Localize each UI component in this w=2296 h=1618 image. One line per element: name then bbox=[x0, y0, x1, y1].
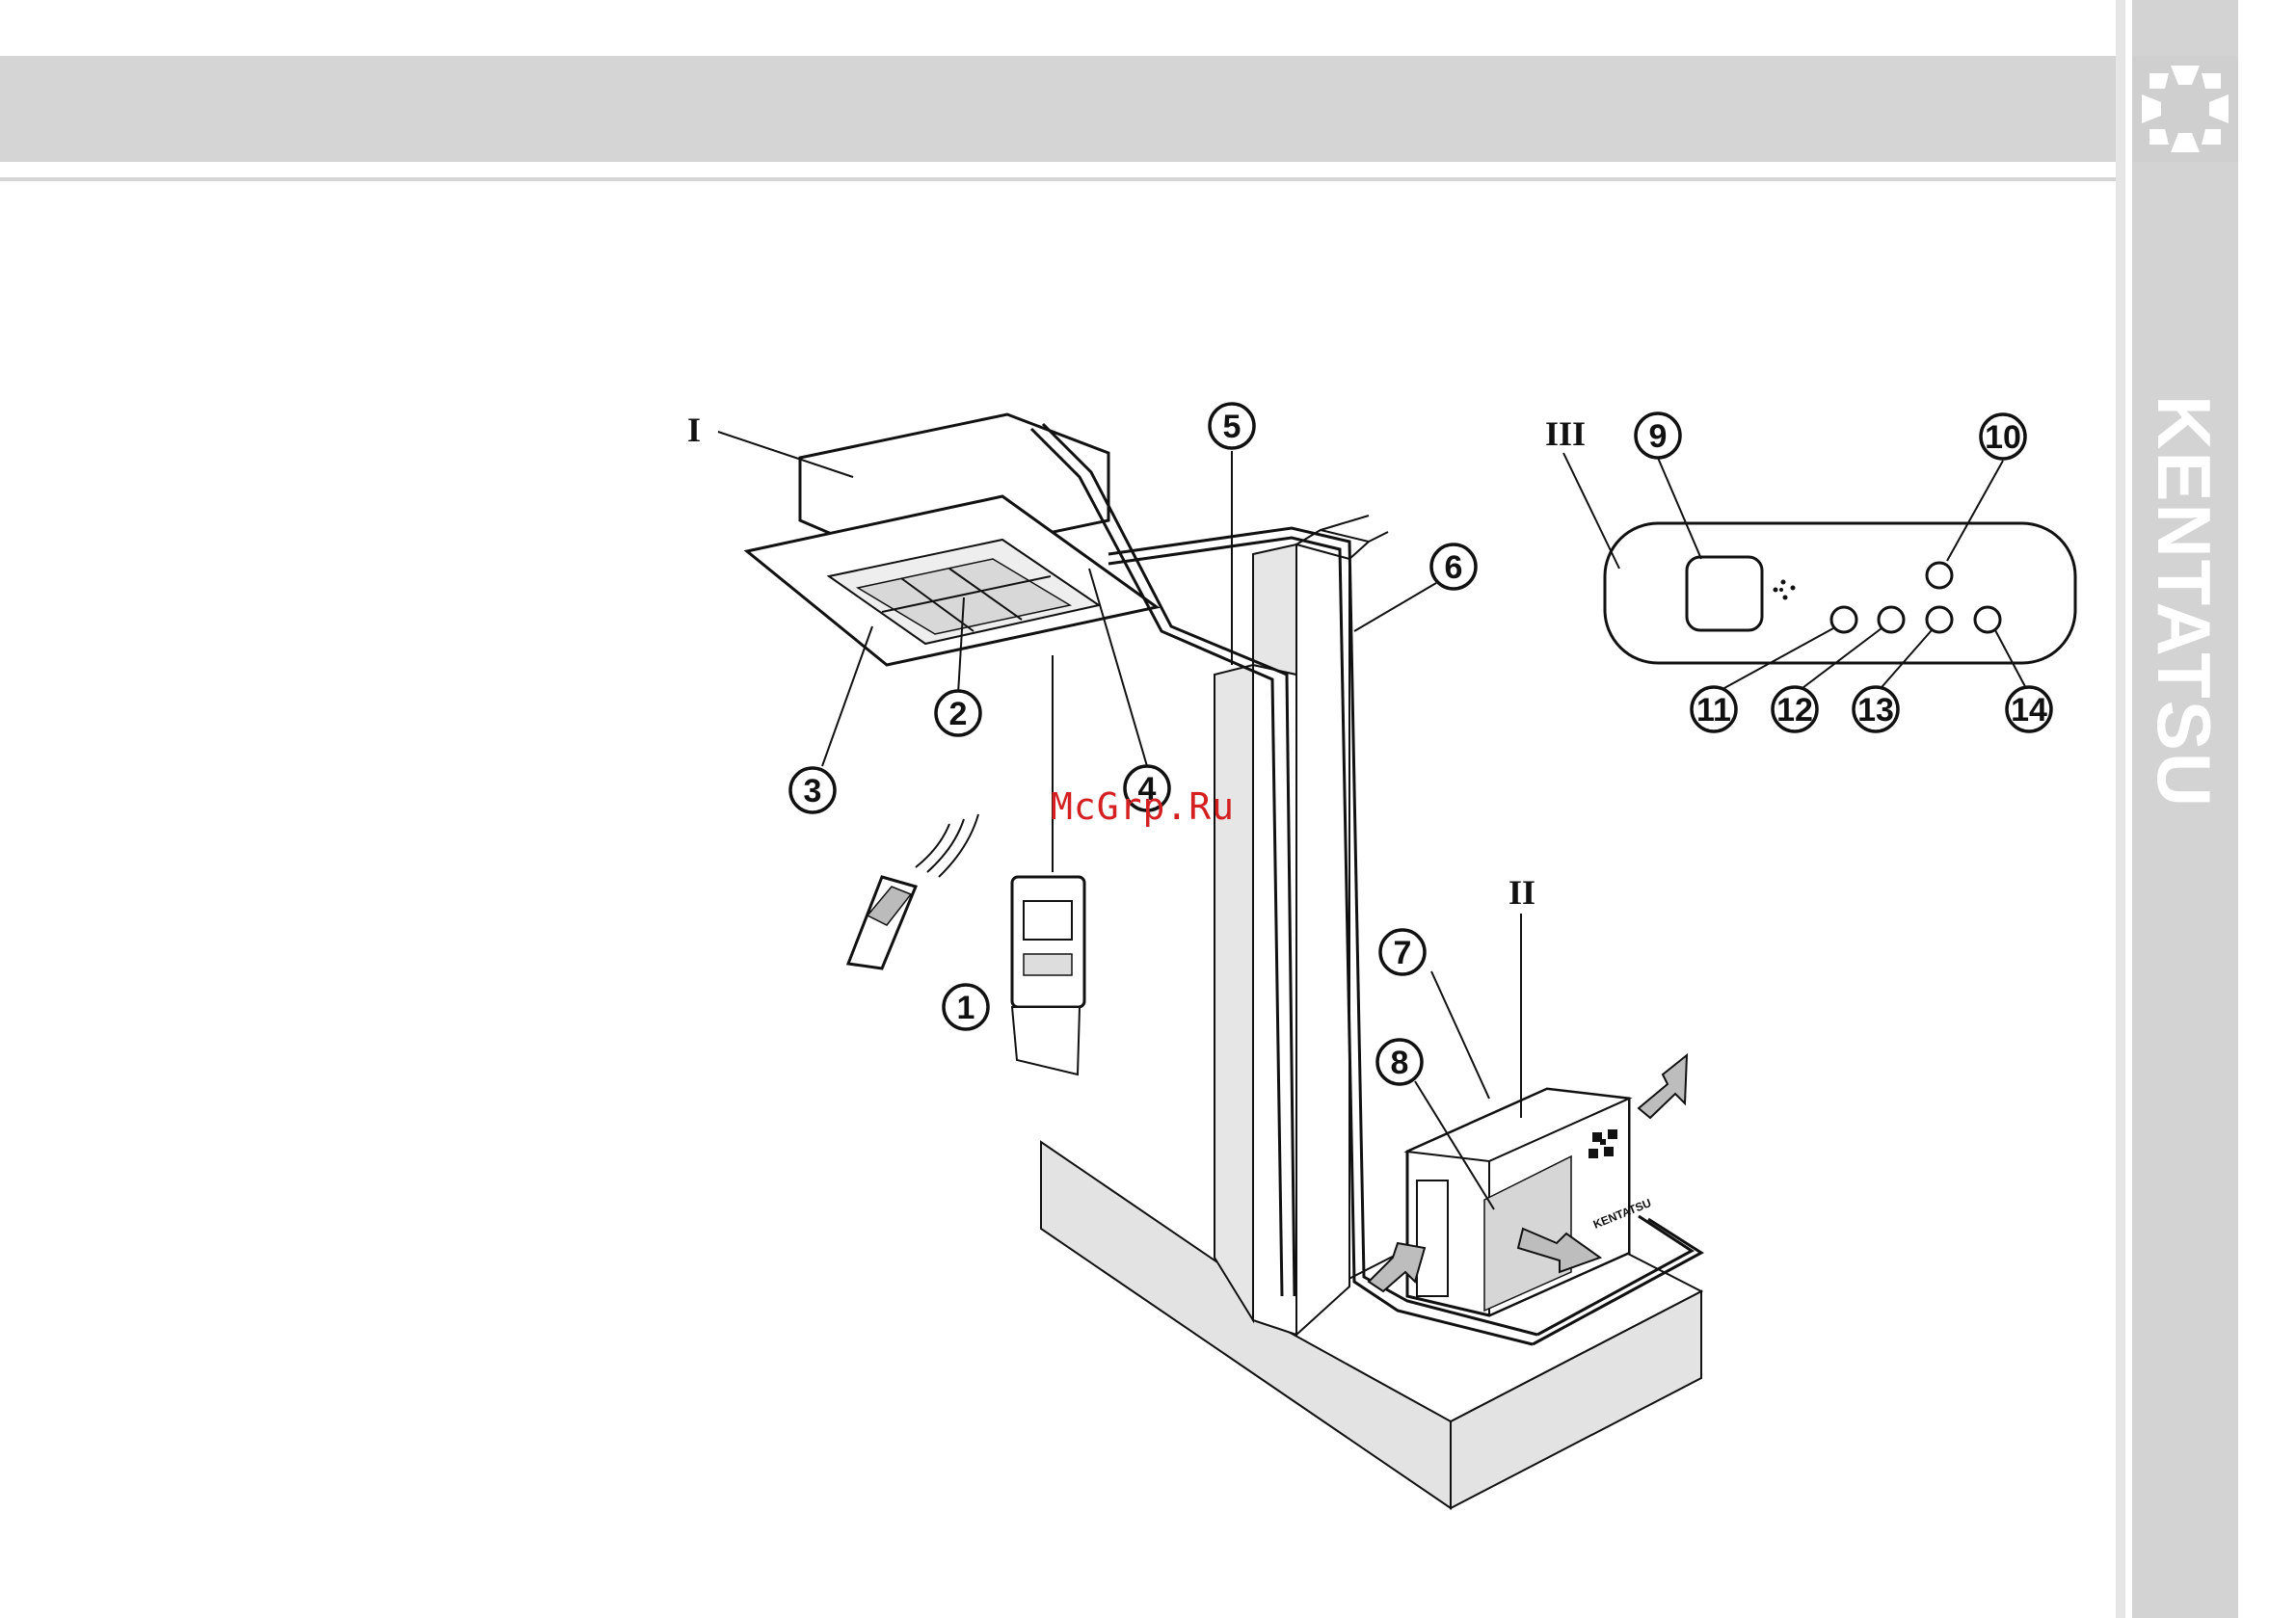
svg-text:13: 13 bbox=[1857, 692, 1894, 729]
panel-indicator-13 bbox=[1927, 607, 1952, 632]
brand-vertical-text: KENTATSU bbox=[2140, 395, 2228, 809]
panel-indicator-14 bbox=[1975, 607, 2000, 632]
panel-indicator-12 bbox=[1879, 607, 1904, 632]
callout-3: 3 bbox=[790, 768, 835, 812]
svg-text:1: 1 bbox=[957, 990, 975, 1026]
callout-1: 1 bbox=[944, 985, 988, 1029]
svg-text:2: 2 bbox=[949, 696, 968, 732]
wired-controller-icon bbox=[1012, 877, 1084, 1074]
svg-text:9: 9 bbox=[1649, 418, 1668, 455]
brand-vertical: KENTATSU bbox=[2140, 395, 2231, 800]
page-edge bbox=[2238, 0, 2296, 1618]
callout-11: 11 bbox=[1692, 687, 1736, 731]
svg-text:12: 12 bbox=[1776, 692, 1813, 729]
control-panel-body bbox=[1605, 523, 2075, 663]
indoor-cassette-unit bbox=[747, 414, 1157, 665]
unit-label-III: III bbox=[1545, 414, 1586, 453]
callout-6: 6 bbox=[1431, 544, 1476, 589]
callout-5: 5 bbox=[1210, 404, 1254, 448]
svg-text:5: 5 bbox=[1223, 409, 1241, 445]
svg-text:14: 14 bbox=[2011, 692, 2047, 729]
callout-7: 7 bbox=[1380, 930, 1425, 974]
callout-2: 2 bbox=[936, 691, 980, 735]
watermark: McGrp.Ru bbox=[1051, 785, 1235, 828]
panel-indicator-11 bbox=[1831, 607, 1856, 632]
side-divider bbox=[2116, 0, 2125, 1618]
svg-text:3: 3 bbox=[804, 773, 822, 809]
panel-indicator-10 bbox=[1927, 563, 1952, 588]
callout-12: 12 bbox=[1773, 687, 1817, 731]
brand-logo-box bbox=[2132, 56, 2238, 162]
svg-text:8: 8 bbox=[1391, 1045, 1409, 1081]
callout-13: 13 bbox=[1854, 687, 1898, 731]
building-ground bbox=[1041, 516, 1701, 1508]
svg-text:11: 11 bbox=[1696, 692, 1731, 729]
callout-8: 8 bbox=[1377, 1040, 1422, 1084]
control-panel bbox=[1605, 523, 2075, 663]
callout-10: 10 bbox=[1981, 414, 2025, 459]
panel-display bbox=[1687, 557, 1762, 630]
unit-label-II: II bbox=[1508, 873, 1535, 912]
svg-text:10: 10 bbox=[1985, 419, 2021, 456]
unit-label-I: I bbox=[687, 411, 701, 449]
callout-14: 14 bbox=[2007, 687, 2051, 731]
side-bar bbox=[2132, 0, 2238, 1618]
svg-text:6: 6 bbox=[1445, 549, 1463, 586]
callout-9: 9 bbox=[1636, 413, 1680, 458]
handheld-remote-icon bbox=[848, 814, 978, 968]
svg-text:7: 7 bbox=[1394, 935, 1412, 971]
kentatsu-logo-icon bbox=[2132, 56, 2238, 162]
